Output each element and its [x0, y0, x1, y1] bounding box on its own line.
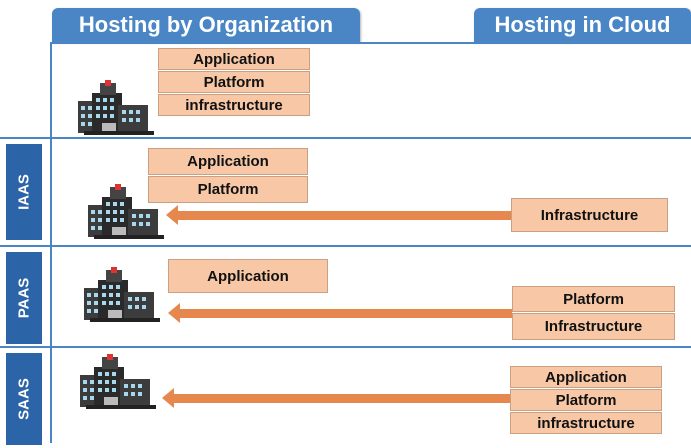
- office-building-icon: [84, 266, 164, 322]
- iaas-application-box: Application: [148, 148, 308, 175]
- saas-cloud-application-box: Application: [510, 366, 662, 388]
- left-arrow-icon: [168, 303, 512, 323]
- paas-cloud-infrastructure-box: Infrastructure: [512, 313, 675, 340]
- office-building-icon: [78, 79, 158, 135]
- saas-cloud-platform-box: Platform: [510, 389, 662, 411]
- paas-cloud-platform-box: Platform: [512, 286, 675, 312]
- paas-label: PAAS: [15, 277, 33, 319]
- iaas-label: IAAS: [15, 174, 33, 210]
- saas-tab: SAAS: [6, 353, 42, 445]
- left-arrow-icon: [162, 388, 510, 408]
- left-divider: [50, 42, 52, 443]
- row-divider-1: [0, 137, 691, 139]
- row-divider-2: [0, 245, 691, 247]
- paas-tab: PAAS: [6, 252, 42, 344]
- iaas-cloud-infrastructure-box: Infrastructure: [511, 198, 668, 232]
- saas-label: SAAS: [15, 378, 33, 420]
- office-building-icon: [80, 353, 160, 409]
- iaas-platform-box: Platform: [148, 176, 308, 203]
- org-application-box: Application: [158, 48, 310, 70]
- saas-cloud-infrastructure-box: infrastructure: [510, 412, 662, 434]
- iaas-tab: IAAS: [6, 144, 42, 240]
- hosting-in-cloud-header: Hosting in Cloud: [474, 8, 691, 42]
- org-infrastructure-box: infrastructure: [158, 94, 310, 116]
- row-divider-3: [0, 346, 691, 348]
- row-divider-top: [50, 42, 691, 44]
- paas-application-box: Application: [168, 259, 328, 293]
- left-arrow-icon: [166, 205, 511, 225]
- hosting-by-organization-header: Hosting by Organization: [52, 8, 360, 42]
- org-platform-box: Platform: [158, 71, 310, 93]
